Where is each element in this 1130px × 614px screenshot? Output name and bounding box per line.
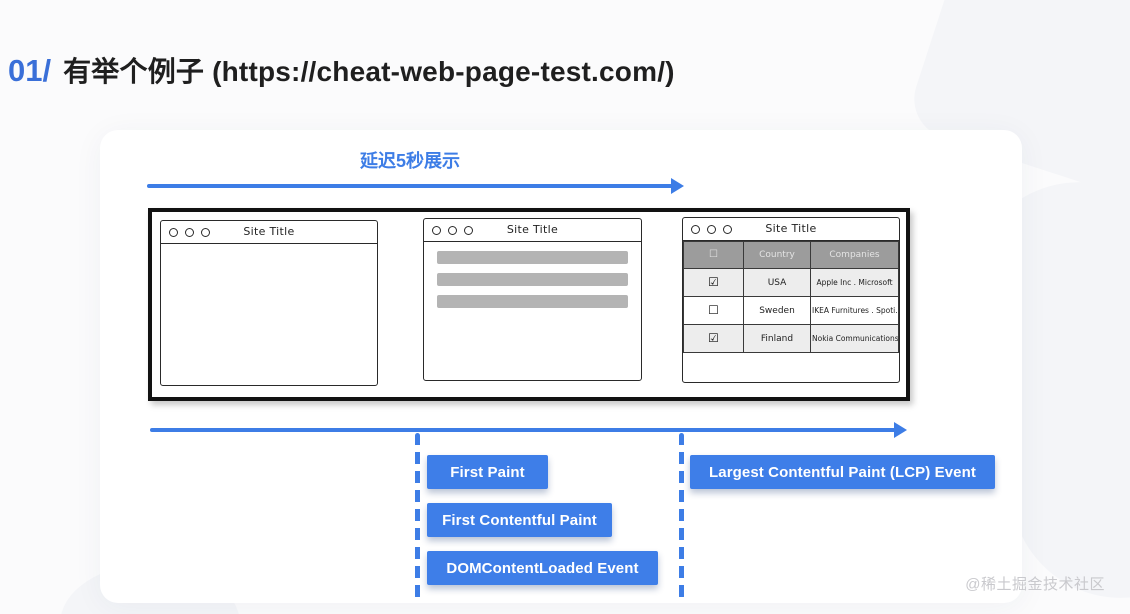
watermark: @稀土掘金技术社区 xyxy=(965,576,1105,593)
window-dot-icon xyxy=(169,228,178,237)
country-cell: USA xyxy=(743,268,811,297)
window-dot-icon xyxy=(448,226,457,235)
window-titlebar: Site Title xyxy=(424,219,641,242)
header-country: Country xyxy=(743,241,811,269)
window-title: Site Title xyxy=(243,225,295,238)
window-dot-icon xyxy=(201,228,210,237)
event-badge-lcp: Largest Contentful Paint (LCP) Event xyxy=(690,455,995,489)
skeleton-bar xyxy=(437,251,628,264)
country-cell: Finland xyxy=(743,324,811,353)
skeleton-bar xyxy=(437,273,628,286)
table-row: ☐ Sweden IKEA Furnitures . Spoti. xyxy=(683,296,899,325)
window-dot-icon xyxy=(185,228,194,237)
page-title-number: 01/ xyxy=(8,53,52,88)
checkbox-checked-icon: ☑ xyxy=(708,275,719,289)
page-title-text: 有举个例子 (https://cheat-web-page-test.com/) xyxy=(63,56,675,87)
window-dot-icon xyxy=(723,225,732,234)
window-controls-icon xyxy=(691,225,732,234)
checkbox-checked-icon: ☑ xyxy=(708,331,719,345)
timeline-marker-dashed-line xyxy=(415,433,420,599)
window-dot-icon xyxy=(707,225,716,234)
browser-window-blank: Site Title xyxy=(160,220,378,386)
skeleton-bar xyxy=(437,295,628,308)
browser-window-table: Site Title ☐ Country Companies ☑ USA App… xyxy=(682,217,900,383)
browser-window-skeleton: Site Title xyxy=(423,218,642,381)
table-row: ☑ USA Apple Inc . Microsoft xyxy=(683,268,899,297)
delay-label: 延迟5秒展示 xyxy=(359,151,460,171)
checkbox-cell: ☐ xyxy=(683,296,744,325)
window-titlebar: Site Title xyxy=(161,221,377,244)
skeleton-content xyxy=(424,242,641,308)
checkbox-cell: ☑ xyxy=(683,324,744,353)
window-controls-icon xyxy=(432,226,473,235)
window-controls-icon xyxy=(169,228,210,237)
window-title: Site Title xyxy=(765,222,817,235)
companies-cell: Apple Inc . Microsoft xyxy=(810,268,899,297)
page-title: 01/ 有举个例子 (https://cheat-web-page-test.c… xyxy=(8,50,675,90)
event-badge-first-contentful-paint: First Contentful Paint xyxy=(427,503,612,537)
header-companies: Companies xyxy=(810,241,899,269)
browser-mockups-frame: Site Title Site Title xyxy=(148,208,910,401)
window-dot-icon xyxy=(432,226,441,235)
timeline-arrow xyxy=(150,422,907,438)
country-cell: Sweden xyxy=(743,296,811,325)
window-dot-icon xyxy=(691,225,700,234)
companies-cell: IKEA Furnitures . Spoti. xyxy=(810,296,899,325)
companies-table: ☐ Country Companies ☑ USA Apple Inc . Mi… xyxy=(683,241,899,353)
header-checkbox-cell: ☐ xyxy=(683,241,744,269)
companies-cell: Nokia Communications xyxy=(810,324,899,353)
window-title: Site Title xyxy=(506,223,559,236)
timeline-marker-dashed-line xyxy=(679,433,684,599)
checkbox-unchecked-icon: ☐ xyxy=(709,249,718,260)
event-badge-domcontentloaded: DOMContentLoaded Event xyxy=(427,551,658,585)
checkbox-cell: ☑ xyxy=(683,268,744,297)
table-row: ☑ Finland Nokia Communications xyxy=(683,324,899,353)
table-header-row: ☐ Country Companies xyxy=(683,241,899,269)
event-badge-first-paint: First Paint xyxy=(427,455,548,489)
checkbox-unchecked-icon: ☐ xyxy=(708,303,719,317)
window-titlebar: Site Title xyxy=(683,218,899,241)
delay-arrow xyxy=(147,178,684,194)
slide-card: 延迟5秒展示 Site Title Site Titl xyxy=(100,130,1022,603)
window-dot-icon xyxy=(464,226,473,235)
